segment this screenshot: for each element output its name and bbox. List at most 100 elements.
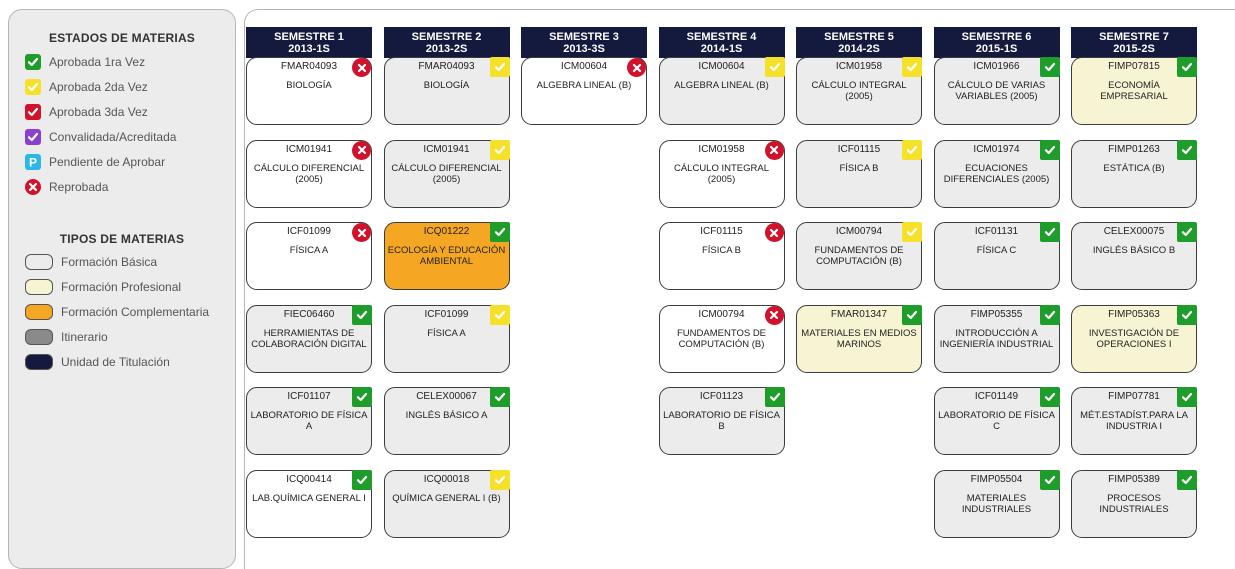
check-icon <box>1039 57 1060 77</box>
type-swatch <box>25 279 53 295</box>
course-name: FÍSICA A <box>289 245 329 256</box>
course-code: FIMP01263 <box>1108 143 1160 155</box>
status-legend-item: Reprobada <box>25 177 108 197</box>
course-code: ICM01958 <box>698 143 745 155</box>
check-icon <box>764 387 785 407</box>
course-code: ICM00604 <box>560 61 608 72</box>
check-icon <box>1039 304 1060 325</box>
course-name: ALGEBRA LINEAL (B) <box>536 80 632 91</box>
course-name: FÍSICA B <box>701 245 742 256</box>
x-icon <box>764 305 784 325</box>
course-code: ICM01966 <box>973 61 1020 72</box>
status-legend-item: Aprobada 1ra Vez <box>25 52 145 72</box>
type-legend-label: Formación Complementaria <box>61 305 210 319</box>
type-swatch <box>25 354 53 370</box>
check-icon <box>25 104 41 120</box>
type-legend-label: Formación Básica <box>61 255 158 269</box>
semester-title: SEMESTRE 2 <box>411 31 482 43</box>
x-icon <box>627 58 646 77</box>
semester-period: 2013-2S <box>425 43 468 55</box>
course-name: LABORATORIO DE FÍSICA C <box>938 410 1055 432</box>
course-name: BIOLOGÍA <box>286 80 332 91</box>
course-code: ICF01131 <box>974 226 1019 237</box>
check-icon <box>489 139 510 160</box>
course-name: ECONOMÍA EMPRESARIAL <box>1100 80 1168 102</box>
x-icon <box>352 58 371 77</box>
course-name: ESTÁTICA (B) <box>1103 162 1165 174</box>
course-name: ECUACIONES DIFERENCIALES (2005) <box>943 162 1050 185</box>
course-code: FIEC06460 <box>283 308 335 320</box>
course-name: FÍSICA B <box>839 162 879 174</box>
check-icon <box>1177 57 1197 77</box>
semester-period: 2013-1S <box>288 43 330 55</box>
status-legend-item: Convalidada/Acreditada <box>25 127 176 147</box>
check-icon <box>902 57 922 77</box>
type-legend-item: Formación Básica <box>25 252 157 272</box>
course-code: ICM00794 <box>698 308 745 320</box>
course-code: ICM01941 <box>423 143 470 155</box>
course-code: ICM00794 <box>835 226 883 237</box>
course-code: ICQ00018 <box>423 473 470 485</box>
course-code: ICQ01222 <box>423 226 470 237</box>
course-code: ICF01115 <box>700 226 743 237</box>
semester-title: SEMESTRE 1 <box>274 31 344 43</box>
type-legend-label: Unidad de Titulación <box>61 355 170 369</box>
type-swatch <box>25 304 53 320</box>
check-icon <box>902 139 922 160</box>
check-icon <box>1039 469 1060 490</box>
semester-title: SEMESTRE 4 <box>686 31 757 43</box>
semester-title: SEMESTRE 7 <box>1099 31 1169 43</box>
course-name: INTRODUCCIÓN A INGENIERÍA INDUSTRIAL <box>939 327 1054 350</box>
course-name: CÁLCULO DE VARIAS VARIABLES (2005) <box>947 80 1046 102</box>
svg-text:P: P <box>29 156 37 168</box>
x-icon <box>352 140 371 160</box>
check-icon <box>25 129 41 145</box>
course-code: ICF01123 <box>699 391 744 402</box>
semester-period: 2015-2S <box>1113 43 1155 55</box>
type-legend-item: Formación Profesional <box>25 277 181 297</box>
course-name: LABORATORIO DE FÍSICA B <box>663 410 780 432</box>
check-icon <box>1177 469 1197 490</box>
type-swatch <box>25 329 53 345</box>
semester-period: 2014-1S <box>700 43 743 55</box>
course-name: LAB.QUÍMICA GENERAL I <box>252 492 366 504</box>
course-code: ICM01941 <box>285 143 333 155</box>
status-legend-title: ESTADOS DE MATERIAS <box>48 31 196 45</box>
